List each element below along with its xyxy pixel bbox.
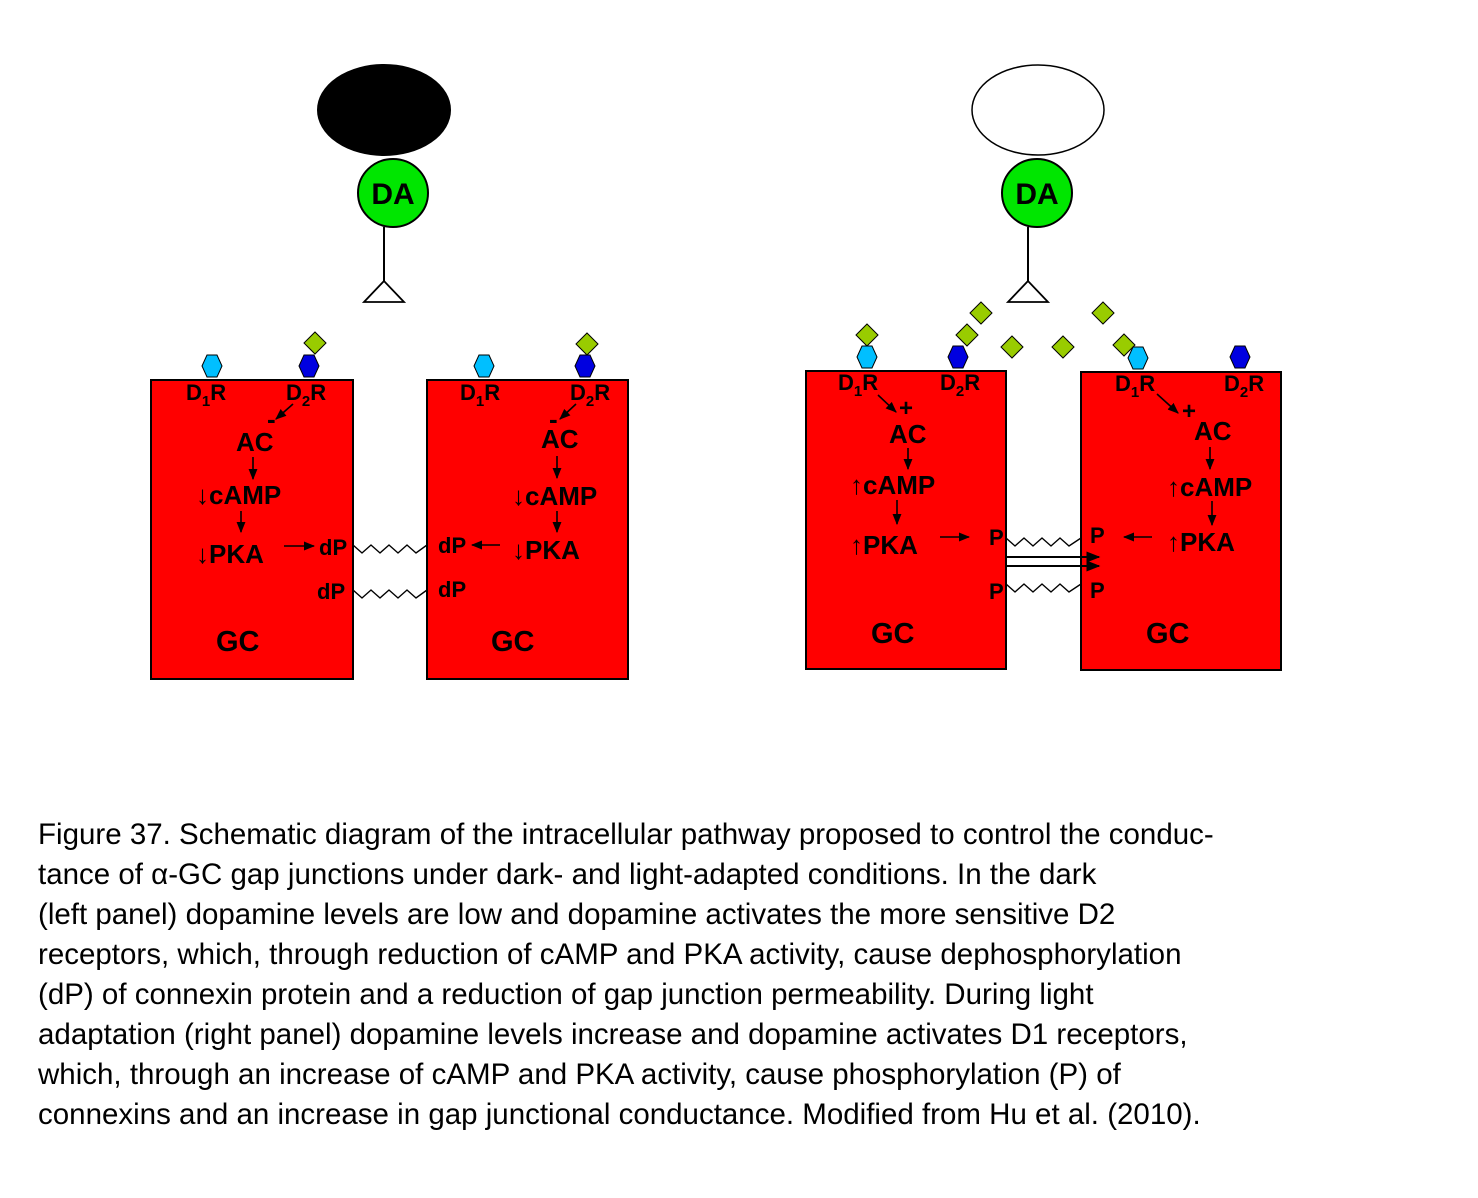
p-label: P (1090, 523, 1105, 548)
dopamine-molecule-diamond (1000, 335, 1024, 359)
dopamine-cell-oval (971, 64, 1105, 156)
gc-cell-a (150, 379, 354, 680)
d2-receptor-hexagon (574, 354, 596, 378)
gc-label: GC (1146, 618, 1190, 650)
d1-receptor-hexagon (856, 345, 878, 369)
dp-label: dP (317, 579, 345, 604)
d1-receptor-label: D1R (186, 380, 226, 410)
p-label: P (989, 579, 1004, 604)
dopamine-molecule-diamond (855, 323, 879, 347)
d2-receptor-label: D2R (286, 380, 326, 410)
dopamine-molecule-diamond (955, 323, 979, 347)
d2-receptor-hexagon (947, 345, 969, 369)
stimulation-sign: + (1182, 398, 1196, 425)
d2-receptor-hexagon (1229, 345, 1251, 369)
caption-line: which, through an increase of cAMP and P… (38, 1058, 1121, 1091)
stimulation-sign: + (899, 395, 913, 422)
caption-line: (dP) of connexin protein and a reduction… (38, 978, 1094, 1011)
dopamine-release-terminal (1005, 279, 1051, 303)
da-label: DA (371, 178, 414, 211)
da-amacrine-cell (1001, 158, 1073, 228)
pka-label: ↓PKA (196, 539, 264, 569)
d1-receptor-label: D1R (838, 370, 878, 400)
pka-label: ↑PKA (850, 530, 918, 560)
dopamine-cell-oval (317, 64, 451, 156)
left-panel: DA D1R D2R - AC ↓cAMP ↓PKA dP dP GC D1R … (150, 64, 629, 680)
d1-receptor-label: D1R (460, 380, 500, 410)
d2-receptor-label: D2R (940, 370, 980, 400)
figure-caption: Figure 37. Schematic diagram of the intr… (38, 815, 1458, 1135)
gc-label: GC (216, 626, 260, 658)
dp-label: dP (438, 577, 466, 602)
da-label: DA (1015, 178, 1058, 211)
ac-label: AC (1194, 416, 1232, 446)
d1-receptor-hexagon (473, 354, 495, 378)
dopamine-molecule-diamond (303, 331, 327, 355)
gap-junction-connexon (352, 589, 428, 599)
gap-junction-connexon (1005, 583, 1082, 593)
caption-line: receptors, which, through reduction of c… (38, 938, 1182, 971)
dopamine-molecule-diamond (1051, 335, 1075, 359)
pka-label: ↑PKA (1167, 527, 1235, 557)
camp-label: ↓cAMP (512, 481, 597, 511)
dopamine-molecule-diamond (969, 301, 993, 325)
pathway-diagram: DA D1R D2R - AC ↓cAMP ↓PKA dP dP GC D1R … (150, 64, 1282, 680)
da-amacrine-cell (357, 158, 429, 228)
camp-label: ↑cAMP (1167, 472, 1252, 502)
gc-label: GC (871, 618, 915, 650)
d1-to-ac-arrow (877, 394, 897, 413)
d1-receptor-label: D1R (1115, 371, 1155, 401)
caption-line: connexins and an increase in gap junctio… (38, 1098, 1201, 1131)
dp-label: dP (438, 533, 466, 558)
d2-to-ac-arrow (275, 403, 294, 420)
inhibition-sign: - (267, 404, 276, 434)
gap-junction-connexon (352, 544, 428, 554)
d2-receptor-label: D2R (570, 380, 610, 410)
inhibition-sign: - (549, 404, 558, 434)
caption-line: adaptation (right panel) dopamine levels… (38, 1018, 1188, 1051)
camp-label: ↓cAMP (196, 480, 281, 510)
caption-line: (left panel) dopamine levels are low and… (38, 898, 1116, 931)
gc-cell-b (1080, 371, 1282, 671)
gc-cell-a (805, 370, 1007, 670)
caption-line: Figure 37. Schematic diagram of the intr… (38, 818, 1214, 851)
d1-receptor-hexagon (1127, 346, 1149, 370)
pka-label: ↓PKA (512, 535, 580, 565)
ac-label: AC (236, 427, 274, 457)
camp-label: ↑cAMP (850, 470, 935, 500)
ac-label: AC (541, 424, 579, 454)
d2-to-ac-arrow (559, 403, 577, 420)
right-panel: DA D1R D2R + AC ↑cAMP ↑PKA P P GC D1R D2… (805, 64, 1282, 671)
p-label: P (1090, 578, 1105, 603)
d2-receptor-hexagon (298, 354, 320, 378)
ac-label: AC (889, 419, 927, 449)
gc-label: GC (491, 626, 535, 658)
dopamine-molecule-diamond (1112, 333, 1136, 357)
gap-junction-connexon (1005, 537, 1082, 547)
dopamine-molecule-diamond (1091, 301, 1115, 325)
dp-label: dP (319, 535, 347, 560)
caption-line: tance of α-GC gap junctions under dark- … (38, 858, 1097, 891)
d1-to-ac-arrow (1156, 393, 1179, 414)
dopamine-release-terminal (361, 279, 407, 303)
p-label: P (989, 525, 1004, 550)
d1-receptor-hexagon (201, 354, 223, 378)
dopamine-molecule-diamond (575, 332, 599, 356)
gc-cell-b (426, 379, 629, 680)
d2-receptor-label: D2R (1224, 371, 1264, 401)
